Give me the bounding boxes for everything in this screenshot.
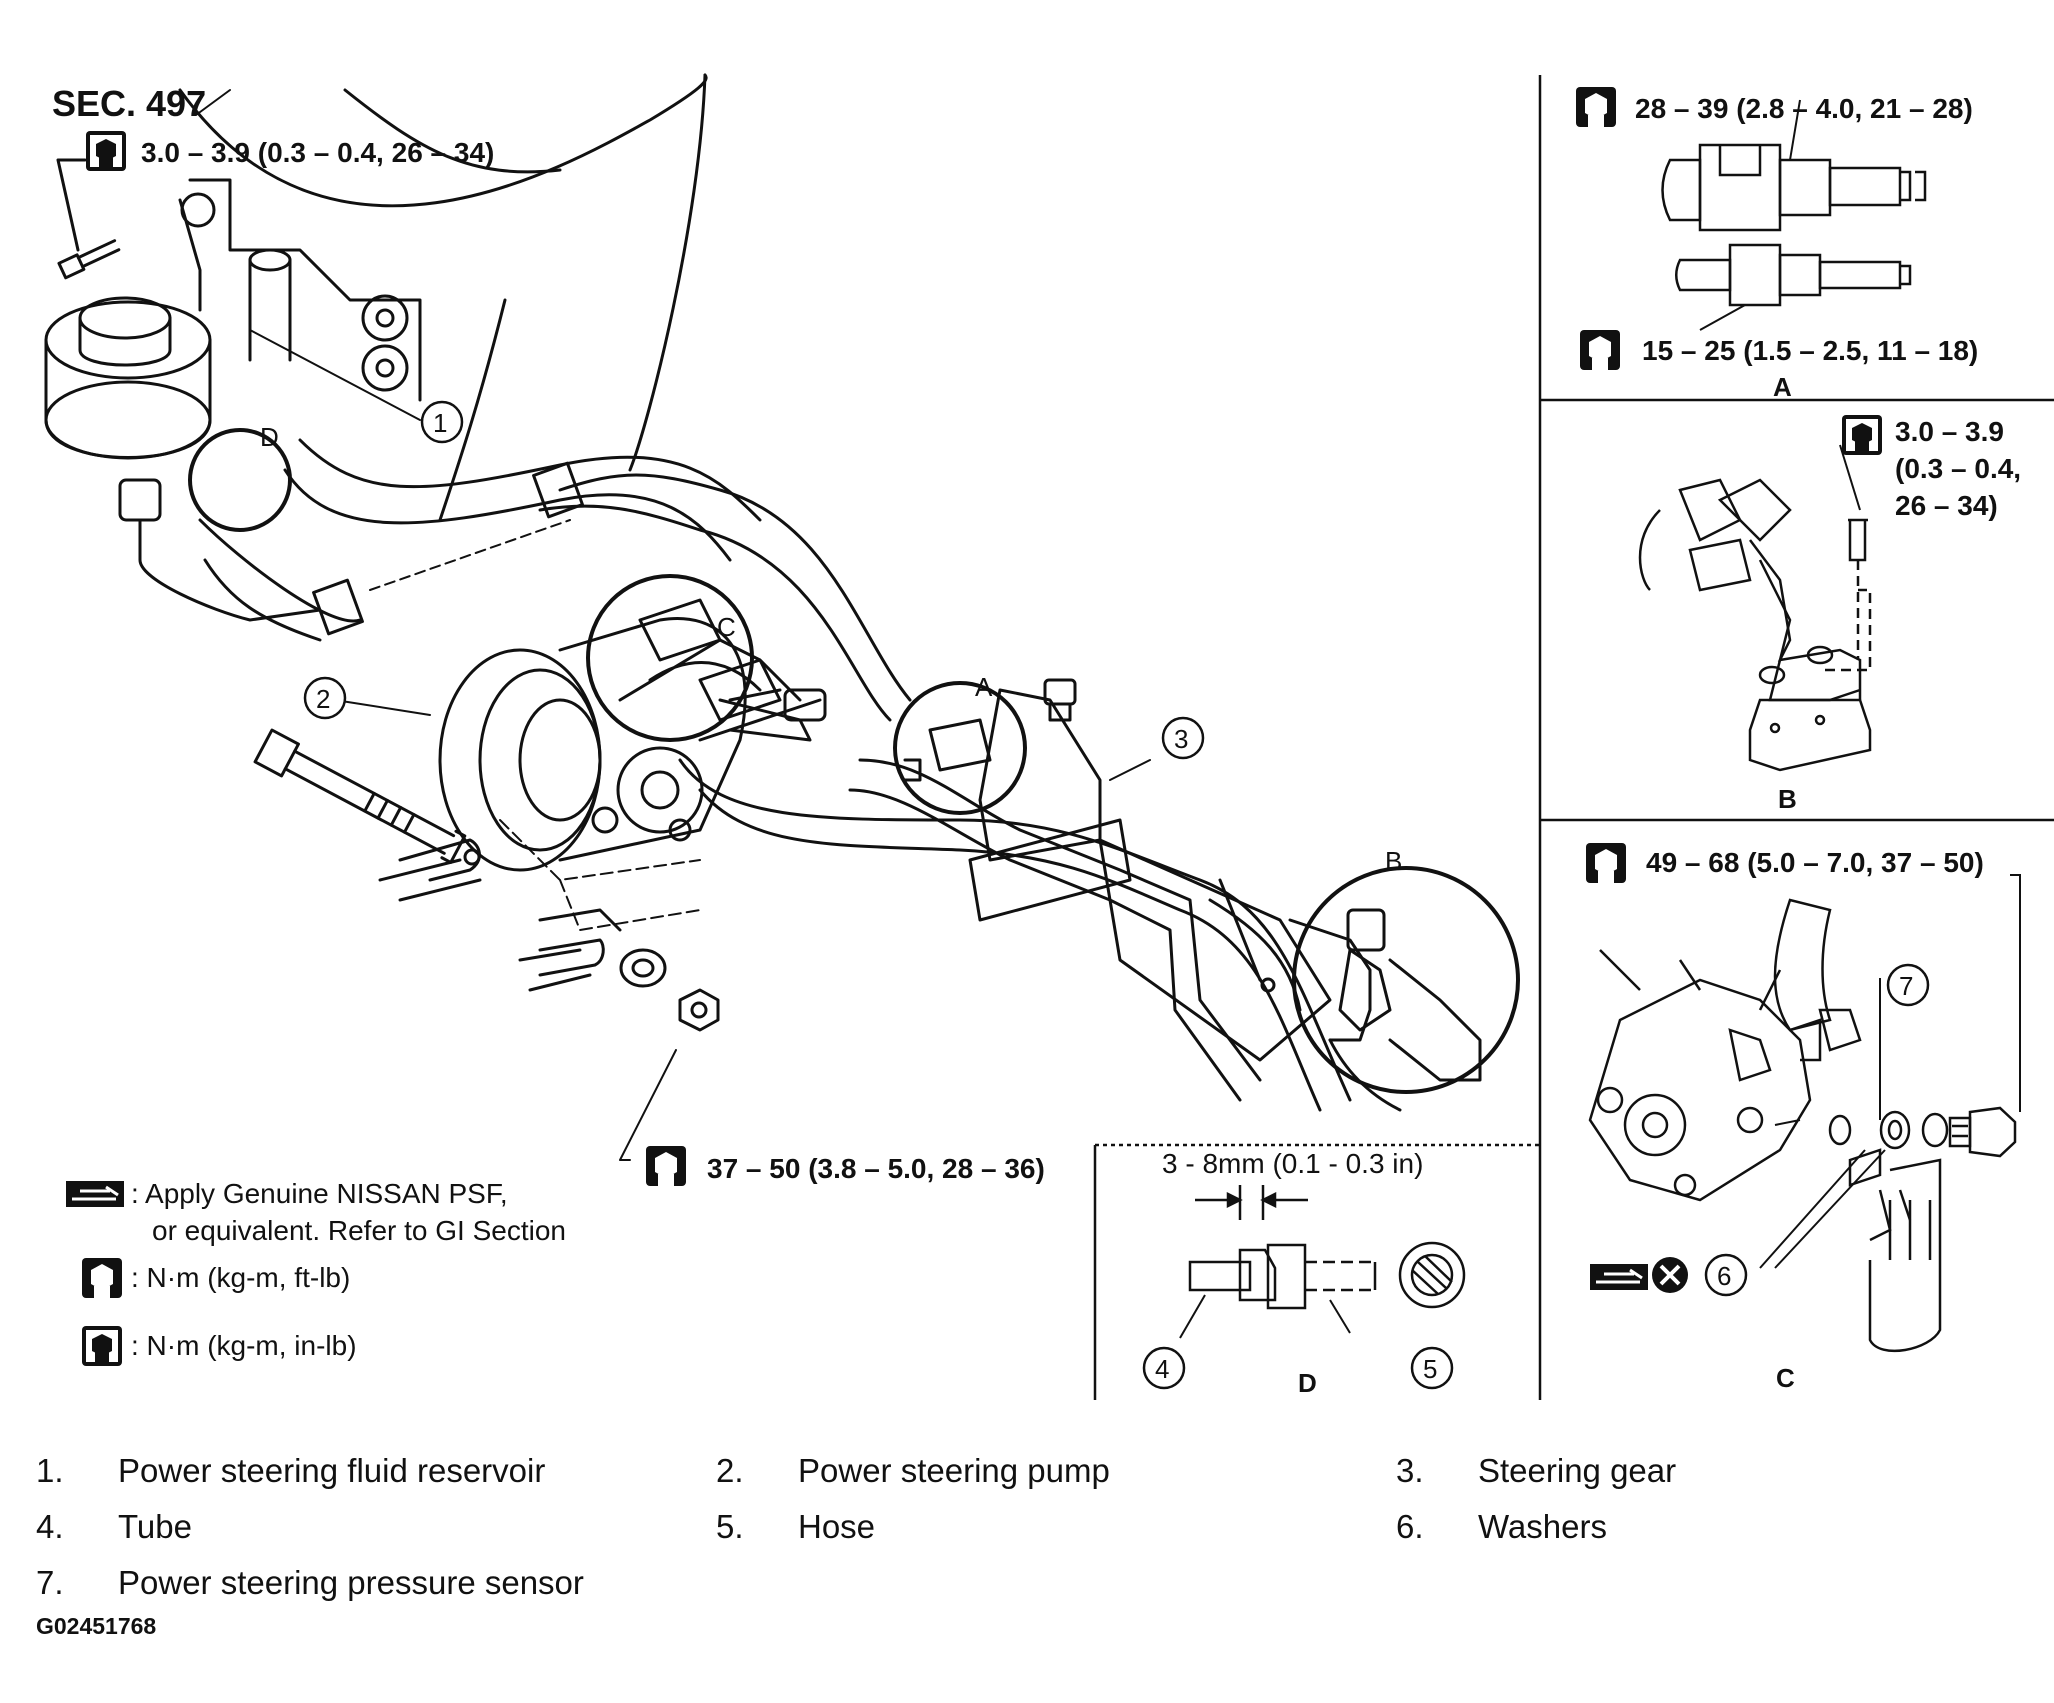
torque-wrench-icon [646, 1146, 686, 1186]
panel-frames [1093, 75, 2054, 1400]
detail-b-label: B [1778, 784, 1797, 814]
detail-label-c-circle: C [717, 612, 736, 642]
legend-name: Hose [798, 1508, 876, 1545]
callout-2: 2 [316, 684, 330, 714]
legend-num: 3. [1396, 1452, 1424, 1489]
psf-fluid-icon [1588, 1262, 1650, 1292]
torque-spec-b-line1: 3.0 – 3.9 [1895, 416, 2004, 447]
torque-spec-a-top: 28 – 39 (2.8 – 4.0, 21 – 28) [1635, 93, 1973, 124]
legend-inlb: : N·m (kg-m, in-lb) [131, 1330, 357, 1361]
legend-name: Power steering pump [798, 1452, 1110, 1489]
figure-id: G02451768 [36, 1613, 157, 1639]
legend-psf-line2: or equivalent. Refer to GI Section [152, 1215, 566, 1246]
callout-1: 1 [433, 408, 447, 438]
callout-markers [303, 400, 1205, 760]
legend-name: Steering gear [1478, 1452, 1677, 1489]
legend-num: 4. [36, 1508, 64, 1545]
torque-wrench-inlb-icon [86, 131, 126, 171]
section-label: SEC. 497 [52, 83, 206, 124]
legend-name: Power steering pressure sensor [118, 1564, 584, 1601]
detail-a: 28 – 39 (2.8 – 4.0, 21 – 28) 15 – 25 (1.… [1576, 87, 1978, 402]
callout-7: 7 [1899, 971, 1913, 1001]
detail-label-a-circle: A [975, 672, 993, 702]
detail-circles [188, 428, 1520, 1094]
torque-spec-b-line2: (0.3 – 0.4, [1895, 453, 2021, 484]
legend-num: 7. [36, 1564, 64, 1601]
legend-name: Power steering fluid reservoir [118, 1452, 546, 1489]
legend-ftlb: : N·m (kg-m, ft-lb) [131, 1262, 350, 1293]
legend-num: 6. [1396, 1508, 1424, 1545]
detail-b: 3.0 – 3.9 (0.3 – 0.4, 26 – 34) B [1638, 415, 2021, 814]
legend-num: 5. [716, 1508, 744, 1545]
main-assembly [44, 73, 1520, 1161]
torque-wrench-ftlb-icon [82, 1258, 122, 1298]
torque-wrench-icon [1576, 87, 1616, 127]
steering-pump [438, 617, 827, 872]
torque-spec-b-line3: 26 – 34) [1895, 490, 1998, 521]
legend-psf-line1: : Apply Genuine NISSAN PSF, [131, 1178, 508, 1209]
torque-wrench-inlb-icon [1842, 415, 1882, 455]
torque-wrench-icon [1580, 330, 1620, 370]
legend-num: 1. [36, 1452, 64, 1489]
torque-wrench-inlb-legend-icon [82, 1326, 122, 1366]
detail-c: 49 – 68 (5.0 – 7.0, 37 – 50) [1586, 843, 2021, 1393]
torque-wrench-icon [1586, 843, 1626, 883]
legend-name: Tube [118, 1508, 192, 1545]
steering-gear [968, 678, 1482, 1112]
callout-6: 6 [1717, 1261, 1731, 1291]
detail-label-b-circle: B [1385, 846, 1402, 876]
detail-a-label: A [1773, 372, 1792, 402]
callout-3: 3 [1174, 724, 1188, 754]
torque-spec-pump: 37 – 50 (3.8 – 5.0, 28 – 36) [707, 1153, 1045, 1184]
psf-fluid-icon [64, 1179, 126, 1209]
detail-d-dimension: 3 - 8mm (0.1 - 0.3 in) [1162, 1148, 1423, 1179]
callout-4: 4 [1155, 1354, 1169, 1384]
do-not-reuse-icon [1652, 1257, 1688, 1293]
torque-spec-c: 49 – 68 (5.0 – 7.0, 37 – 50) [1646, 847, 1984, 878]
callout-5: 5 [1423, 1354, 1437, 1384]
torque-spec-a-bottom: 15 – 25 (1.5 – 2.5, 11 – 18) [1642, 335, 1978, 366]
detail-d-label: D [1298, 1368, 1317, 1398]
detail-d: 3 - 8mm (0.1 - 0.3 in) 4 5 D [1142, 1148, 1466, 1398]
detail-label-d-circle: D [260, 422, 279, 452]
fluid-reservoir [44, 158, 422, 642]
legend-name: Washers [1478, 1508, 1607, 1545]
detail-c-label: C [1776, 1363, 1795, 1393]
legend-num: 2. [716, 1452, 744, 1489]
torque-spec-reservoir: 3.0 – 3.9 (0.3 – 0.4, 26 – 34) [141, 137, 494, 168]
